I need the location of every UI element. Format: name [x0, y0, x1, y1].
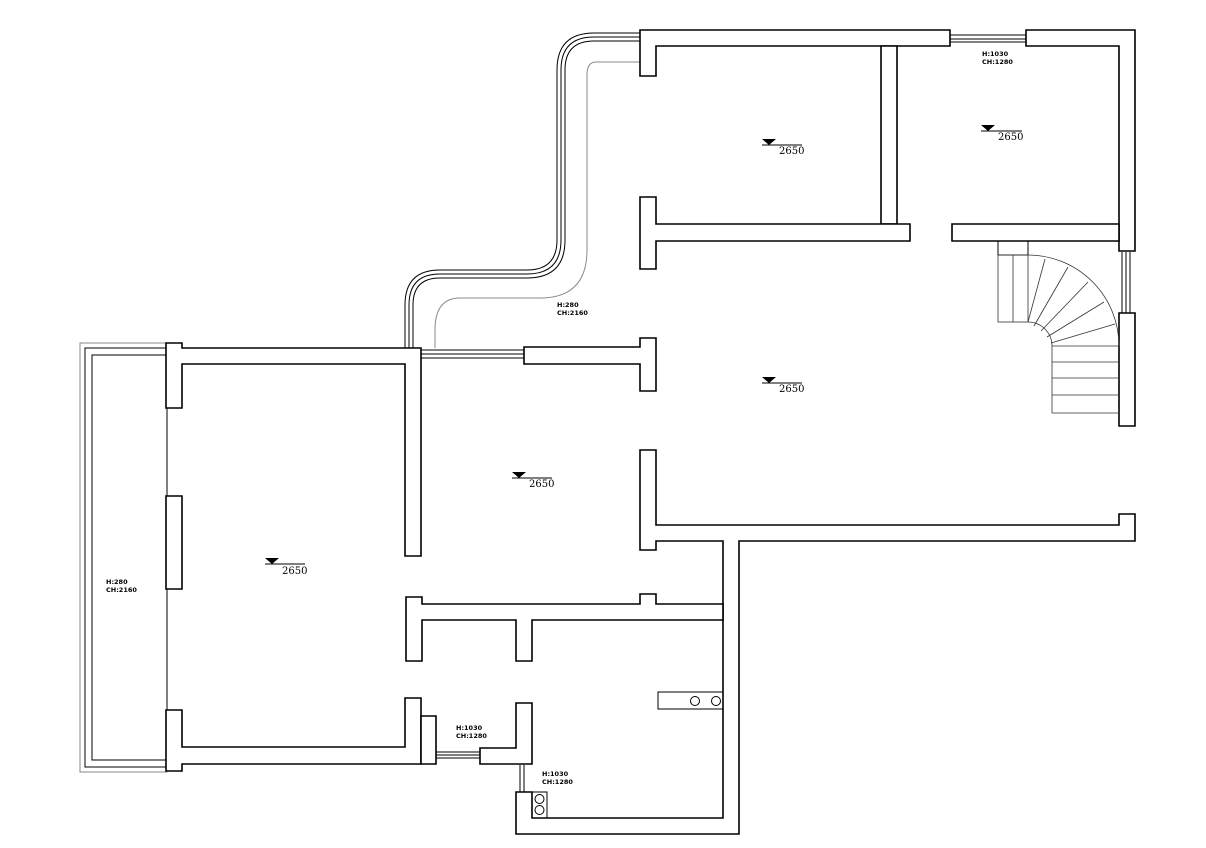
- svg-text:CH:1280: CH:1280: [982, 58, 1013, 66]
- top-right-window: [950, 34, 1026, 43]
- wall-left-room-south: [165, 697, 422, 772]
- level-mark-middle-room: 2650: [512, 472, 554, 490]
- sink-fixture: [531, 791, 548, 819]
- spiral-staircase: [997, 240, 1120, 414]
- wall-left-pillar: [165, 495, 183, 590]
- right-stair-window: [1121, 252, 1131, 313]
- wall-bath-divider: [479, 702, 533, 765]
- opening-note-left: H:280 CH:2160: [106, 578, 137, 594]
- svg-text:H:1030: H:1030: [456, 724, 483, 732]
- stove-burner-right: [711, 696, 721, 706]
- level-mark-label: 2650: [529, 479, 554, 490]
- curved-balcony-railing: [404, 32, 640, 348]
- wall-bath-west: [420, 715, 437, 765]
- svg-text:CH:1280: CH:1280: [542, 778, 573, 786]
- svg-text:CH:2160: CH:2160: [106, 586, 137, 594]
- wall-east-stair: [1118, 312, 1136, 427]
- wall-central-north: [523, 337, 657, 392]
- wall-left-room-north: [165, 342, 422, 557]
- level-mark-left-room: 2650: [265, 558, 307, 577]
- opening-note-top-right: H:1030 CH:1280: [982, 50, 1013, 66]
- svg-text:CH:1280: CH:1280: [456, 732, 487, 740]
- stove-burner-left: [690, 696, 700, 706]
- level-mark-central: 2650: [762, 377, 804, 395]
- opening-note-middle: H:280 CH:2160: [557, 301, 588, 317]
- svg-text:H:280: H:280: [106, 578, 128, 586]
- walls: [165, 29, 1136, 835]
- level-mark-label: 2650: [998, 132, 1023, 143]
- middle-window: [421, 349, 524, 359]
- bottom-small-window: [519, 765, 525, 792]
- wall-central-east: [515, 449, 1136, 835]
- level-mark-label: 2650: [282, 566, 307, 577]
- wall-top-room-east: [880, 45, 898, 225]
- svg-text:H:280: H:280: [557, 301, 579, 309]
- svg-text:CH:2160: CH:2160: [557, 309, 588, 317]
- wall-right-room-north: [1025, 29, 1136, 252]
- svg-text:H:1030: H:1030: [542, 770, 569, 778]
- wall-right-room-south: [951, 223, 1120, 242]
- opening-note-bath: H:1030 CH:1280: [456, 724, 487, 740]
- level-mark-right-room: 2650: [981, 125, 1023, 143]
- opening-note-kitchen: H:1030 CH:1280: [542, 770, 573, 786]
- wall-top-room-north: [639, 29, 951, 77]
- kitchen-counter: [657, 691, 724, 710]
- level-mark-label: 2650: [779, 384, 804, 395]
- level-mark-label: 2650: [779, 146, 804, 157]
- left-balcony-railing: [79, 342, 168, 773]
- wall-corridor-south: [405, 593, 724, 662]
- level-mark-top-room: 2650: [762, 139, 804, 157]
- wall-top-room-south: [639, 196, 911, 270]
- bottom-left-window: [436, 751, 480, 759]
- svg-text:H:1030: H:1030: [982, 50, 1009, 58]
